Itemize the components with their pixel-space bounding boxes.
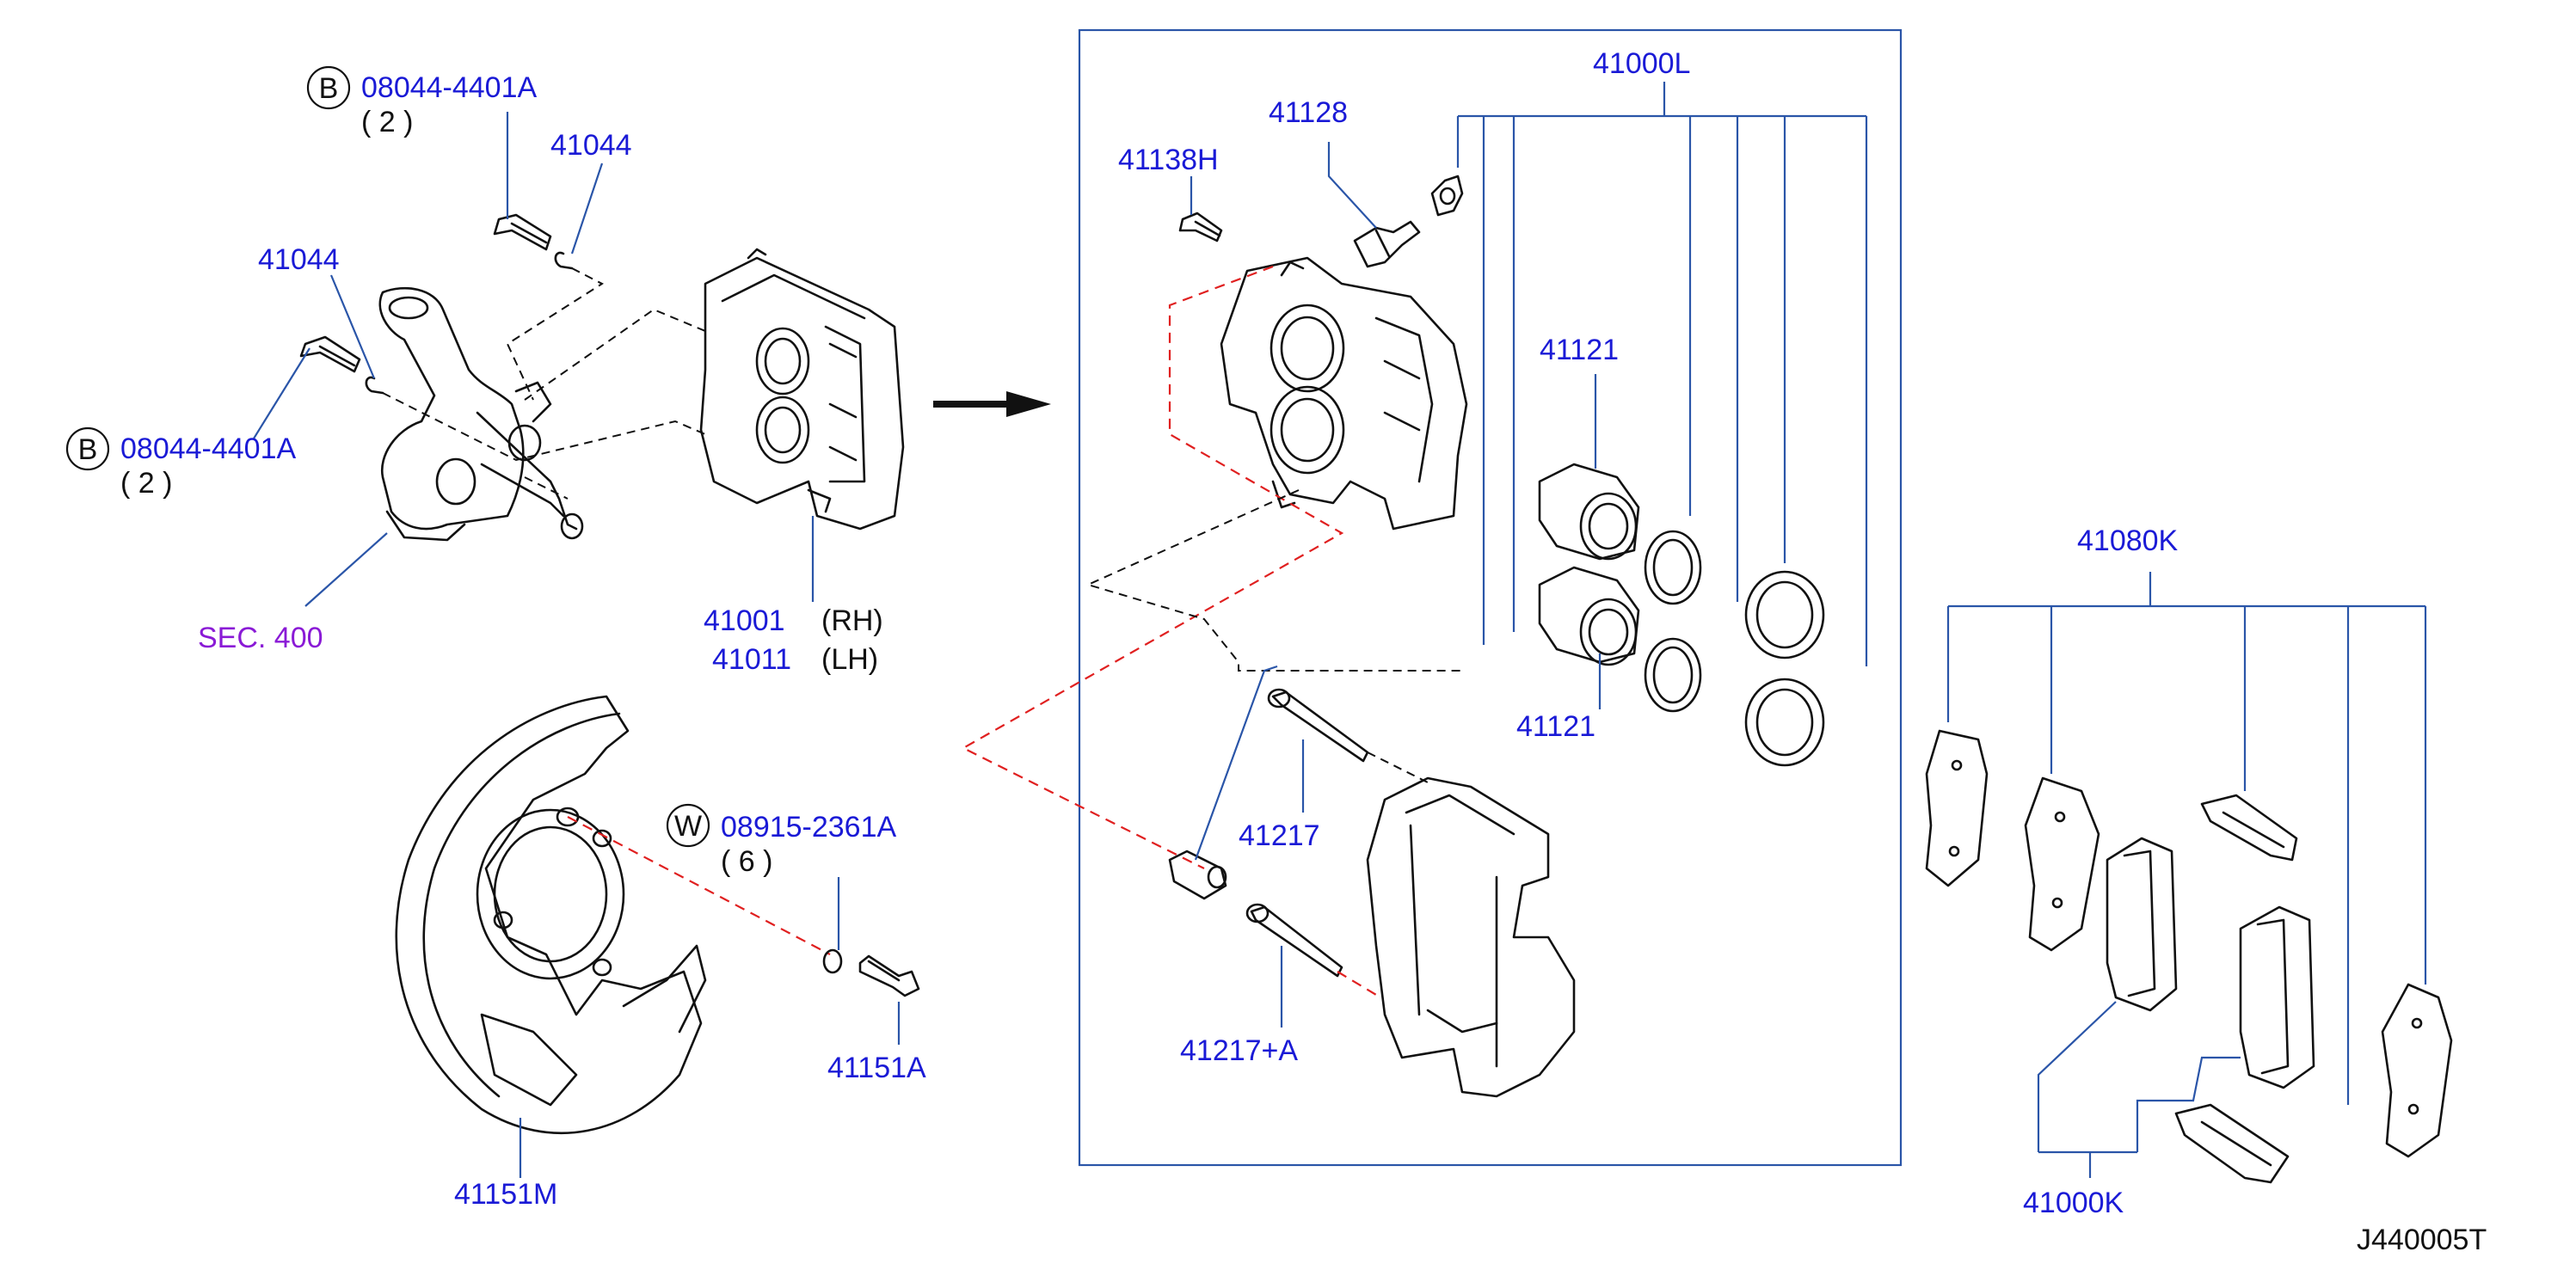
- seal-lower: [1644, 637, 1702, 713]
- label-41011: 41011: [712, 643, 791, 676]
- shim-3: [2381, 983, 2453, 1158]
- label-qty2-top: ( 2 ): [361, 106, 413, 138]
- brake-pad-2: [2239, 905, 2315, 1089]
- leader-41128: [1327, 142, 1377, 229]
- label-41121-b: 41121: [1516, 710, 1595, 743]
- label-41128: 41128: [1269, 96, 1348, 129]
- dashed-red-caliper: [961, 265, 1344, 869]
- badge-b-top: B: [306, 65, 351, 110]
- piston-lower: [1538, 566, 1640, 666]
- label-qty2-mid: ( 2 ): [120, 467, 172, 500]
- bleeder-valve-41128: [1353, 220, 1421, 268]
- caliper-assembly-box: [1078, 28, 1903, 1167]
- label-41138h: 41138H: [1118, 144, 1219, 176]
- caliper-assembly-left-drawing: [699, 248, 905, 531]
- label-rh: (RH): [821, 604, 883, 637]
- label-41217a: 41217+A: [1180, 1034, 1298, 1067]
- washer-knuckle-lower: [365, 376, 384, 395]
- slide-pin-41217: [1267, 688, 1369, 763]
- label-41151a: 41151A: [827, 1052, 926, 1084]
- badge-w-washer: W: [666, 803, 710, 848]
- label-08044-mid: 08044-4401A: [120, 432, 297, 465]
- bolt-knuckle-upper: [493, 213, 552, 251]
- washer-knuckle-upper: [554, 251, 574, 270]
- dust-boot-upper: [1744, 570, 1825, 659]
- dashed-bracket: [1367, 751, 1429, 783]
- label-41121-a: 41121: [1540, 334, 1619, 366]
- bolt-shield: [858, 954, 920, 997]
- leader-41080k-bracket: [1946, 572, 2427, 1105]
- label-08044-top: 08044-4401A: [361, 71, 538, 104]
- dashed-caliper-bottom: [1085, 489, 1462, 672]
- label-41080k: 41080K: [2077, 525, 2179, 557]
- svg-text:B: B: [78, 433, 98, 466]
- bleeder-screw-41138h: [1178, 212, 1223, 242]
- leader-41044-a: [570, 163, 604, 255]
- leader-08044-mid: [253, 347, 310, 439]
- brake-pad-1: [2106, 837, 2178, 1012]
- bleeder-cap-41128: [1430, 175, 1464, 217]
- pin-boot: [1168, 850, 1227, 900]
- label-41044-a: 41044: [550, 129, 632, 162]
- dust-boot-lower: [1744, 678, 1825, 767]
- dashed-link-knuckle-3: [382, 392, 706, 462]
- shim-1: [1925, 729, 1989, 887]
- bolt-knuckle-lower: [299, 335, 361, 373]
- label-diagram-code: J440005T: [2357, 1224, 2487, 1256]
- label-sec-reference: SEC. 400: [198, 622, 323, 654]
- dust-shield-drawing: [395, 695, 707, 1134]
- svg-text:W: W: [674, 810, 702, 843]
- leader-sec: [304, 532, 388, 607]
- caliper-body-drawing: [1220, 256, 1468, 531]
- leader-41000l-bracket: [1456, 82, 1868, 666]
- washer-shield: [822, 948, 843, 974]
- label-08915: 08915-2361A: [721, 811, 897, 844]
- svg-text:B: B: [319, 72, 339, 105]
- label-qty6: ( 6 ): [721, 845, 772, 878]
- shim-2: [2024, 776, 2100, 952]
- label-lh: (LH): [821, 643, 878, 676]
- leader-pin-boot: [1194, 665, 1278, 861]
- dashed-link-knuckle-4: [524, 476, 569, 500]
- seal-upper: [1644, 530, 1702, 605]
- steering-knuckle-drawing: [378, 286, 584, 542]
- leader-41044-b: [329, 274, 376, 379]
- label-41001: 41001: [704, 604, 785, 637]
- anti-rattle-clip-2: [2174, 1103, 2290, 1184]
- dashed-red-shield: [567, 816, 831, 955]
- badge-b-mid: B: [65, 426, 110, 471]
- piston-upper: [1538, 463, 1640, 561]
- dashed-link-knuckle-2: [524, 308, 706, 401]
- direction-arrow: [933, 391, 1051, 417]
- slide-pin-41217a: [1245, 903, 1343, 978]
- caliper-support-bracket: [1366, 776, 1576, 1098]
- anti-rattle-clip-1: [2200, 794, 2298, 862]
- dashed-red-bracket: [1337, 971, 1381, 998]
- leader-41000k-bracket: [2037, 1001, 2241, 1178]
- label-41000l: 41000L: [1593, 47, 1690, 80]
- label-41151m: 41151M: [454, 1178, 557, 1211]
- label-41217: 41217: [1239, 819, 1320, 852]
- label-41000k: 41000K: [2023, 1187, 2124, 1219]
- label-41044-b: 41044: [258, 243, 340, 276]
- dashed-link-knuckle-1: [506, 267, 605, 401]
